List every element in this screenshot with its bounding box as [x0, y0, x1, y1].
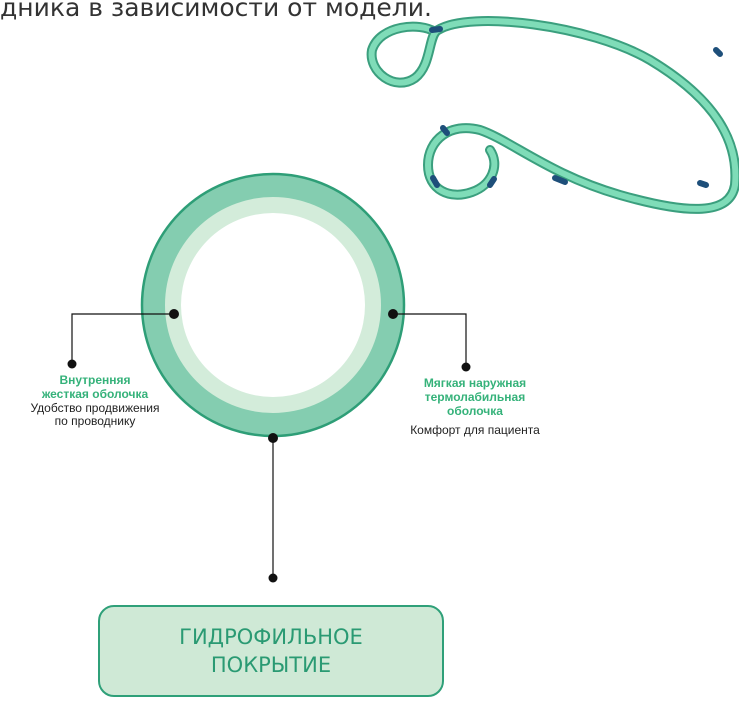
outer-sheath-title-2: термолабильная [424, 389, 526, 404]
inner-label-dot [67, 359, 77, 369]
inner-sheath-desc-1: Удобство продвижения [30, 400, 160, 415]
tube-lumen [181, 213, 365, 397]
outer-sheath-title-3: оболочка [447, 403, 503, 418]
coating-line-1: ГИДРОФИЛЬНОЕ [179, 624, 363, 649]
catheter-marks [429, 26, 723, 188]
catheter-tube-highlight [368, 18, 739, 212]
hydrophilic-coating-box: ГИДРОФИЛЬНОЕ ПОКРЫТИЕ [98, 605, 444, 697]
outer-sheath-desc-1: Комфорт для пациента [410, 423, 540, 438]
coating-label-dot [268, 573, 278, 583]
coating-line-2: ПОКРЫТИЕ [210, 653, 332, 677]
inner-sheath-label: Внутренняя жесткая оболочка Удобство про… [0, 373, 190, 429]
outer-sheath-title-1: Мягкая наружная [423, 376, 527, 390]
leader-dots [67, 309, 471, 583]
intro-text-fragment: дника в зависимости от модели. [0, 0, 432, 22]
inner-sheath-desc-2: по проводнику [54, 414, 136, 429]
inner-sheath-leader [71, 313, 174, 362]
coating-dot [268, 433, 278, 443]
outer-sheath-leader [393, 313, 467, 366]
catheter-illustration-icon [366, 16, 739, 214]
outer-sheath-label: Мягкая наружная термолабильная оболочка … [380, 376, 570, 438]
inner-sheath-dot [169, 309, 179, 319]
outer-label-dot [461, 362, 471, 372]
outer-sheath-dot [388, 309, 398, 319]
tube-cross-section-icon [140, 172, 406, 438]
inner-sheath-title-1: Внутренняя [59, 373, 131, 387]
leader-lines [71, 313, 467, 577]
inner-sheath-title-2: жесткая оболочка [41, 386, 149, 401]
catheter-tube [366, 16, 739, 214]
